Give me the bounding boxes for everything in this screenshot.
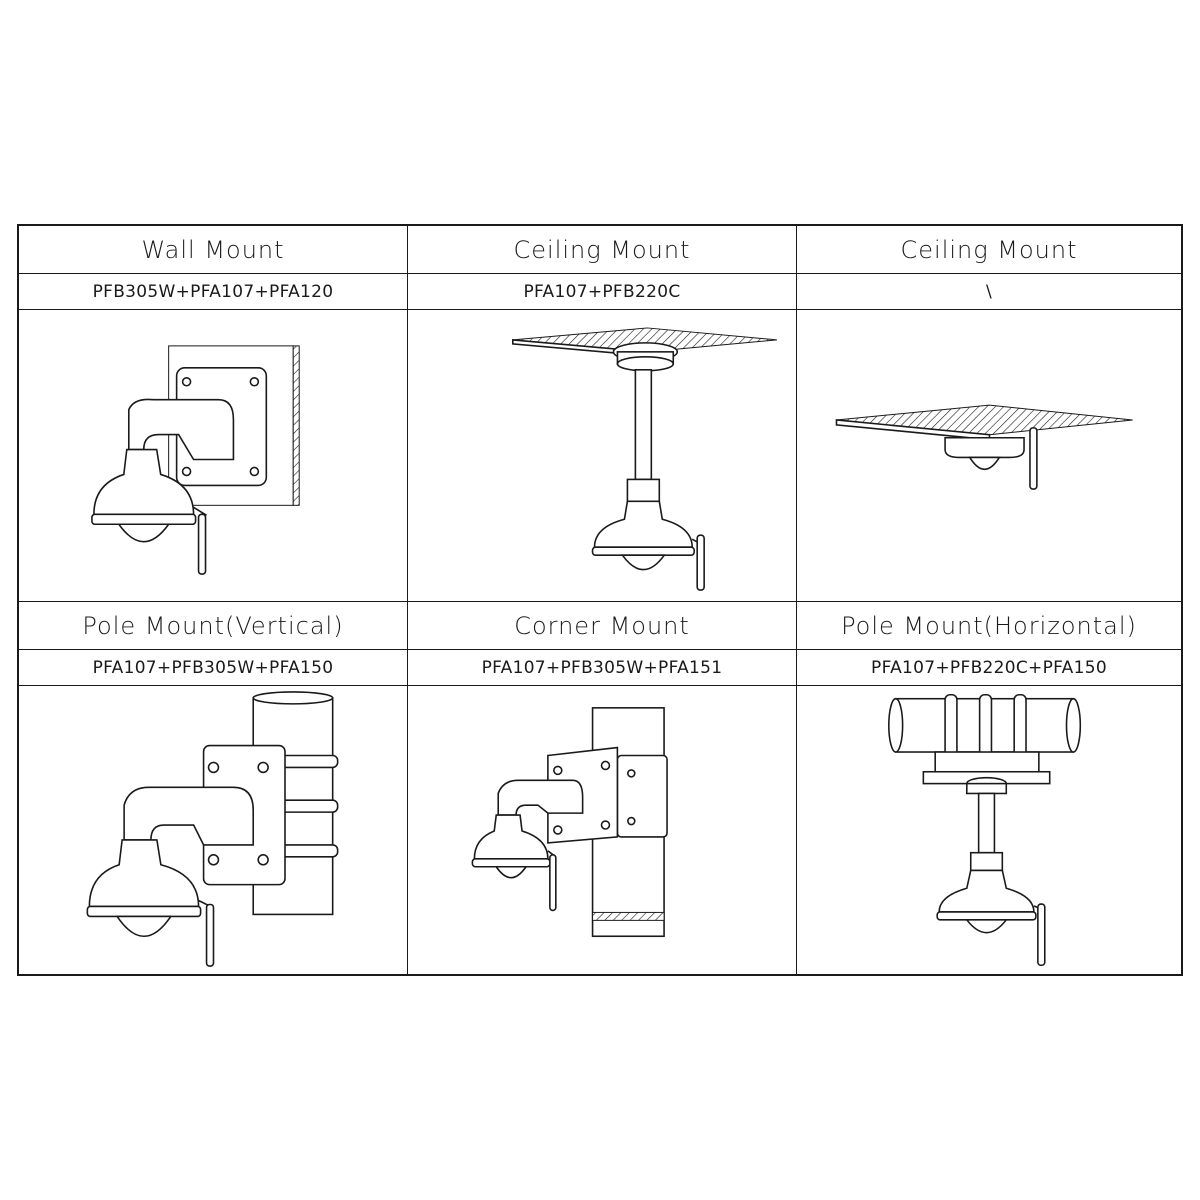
cell-title-pendant-ceiling-mount: Ceiling Mount — [408, 226, 797, 274]
mount-options-table: Wall Mount Ceiling Mount Ceiling Mount P… — [17, 224, 1183, 976]
cell-title-corner-mount: Corner Mount — [408, 602, 797, 650]
wall-mount-illustration — [19, 310, 408, 602]
pendant-ceiling-mount-illustration — [408, 310, 797, 602]
cell-model-vertical-pole-mount: PFA107+PFB305W+PFA150 — [19, 650, 408, 686]
corner-mount-illustration — [408, 686, 797, 974]
cell-model-pendant-ceiling-mount: PFA107+PFB220C — [408, 274, 797, 310]
cell-title-flush-ceiling-mount: Ceiling Mount — [797, 226, 1181, 274]
cell-title-horizontal-pole-mount: Pole Mount(Horizontal) — [797, 602, 1181, 650]
cell-model-horizontal-pole-mount: PFA107+PFB220C+PFA150 — [797, 650, 1181, 686]
cell-title-wall-mount: Wall Mount — [19, 226, 408, 274]
cell-title-vertical-pole-mount: Pole Mount(Vertical) — [19, 602, 408, 650]
cell-model-wall-mount: PFB305W+PFA107+PFA120 — [19, 274, 408, 310]
cell-model-corner-mount: PFA107+PFB305W+PFA151 — [408, 650, 797, 686]
vertical-pole-mount-illustration — [19, 686, 408, 974]
horizontal-pole-mount-illustration — [797, 686, 1181, 974]
cell-model-flush-ceiling-mount: \ — [797, 274, 1181, 310]
flush-ceiling-mount-illustration — [797, 310, 1181, 602]
